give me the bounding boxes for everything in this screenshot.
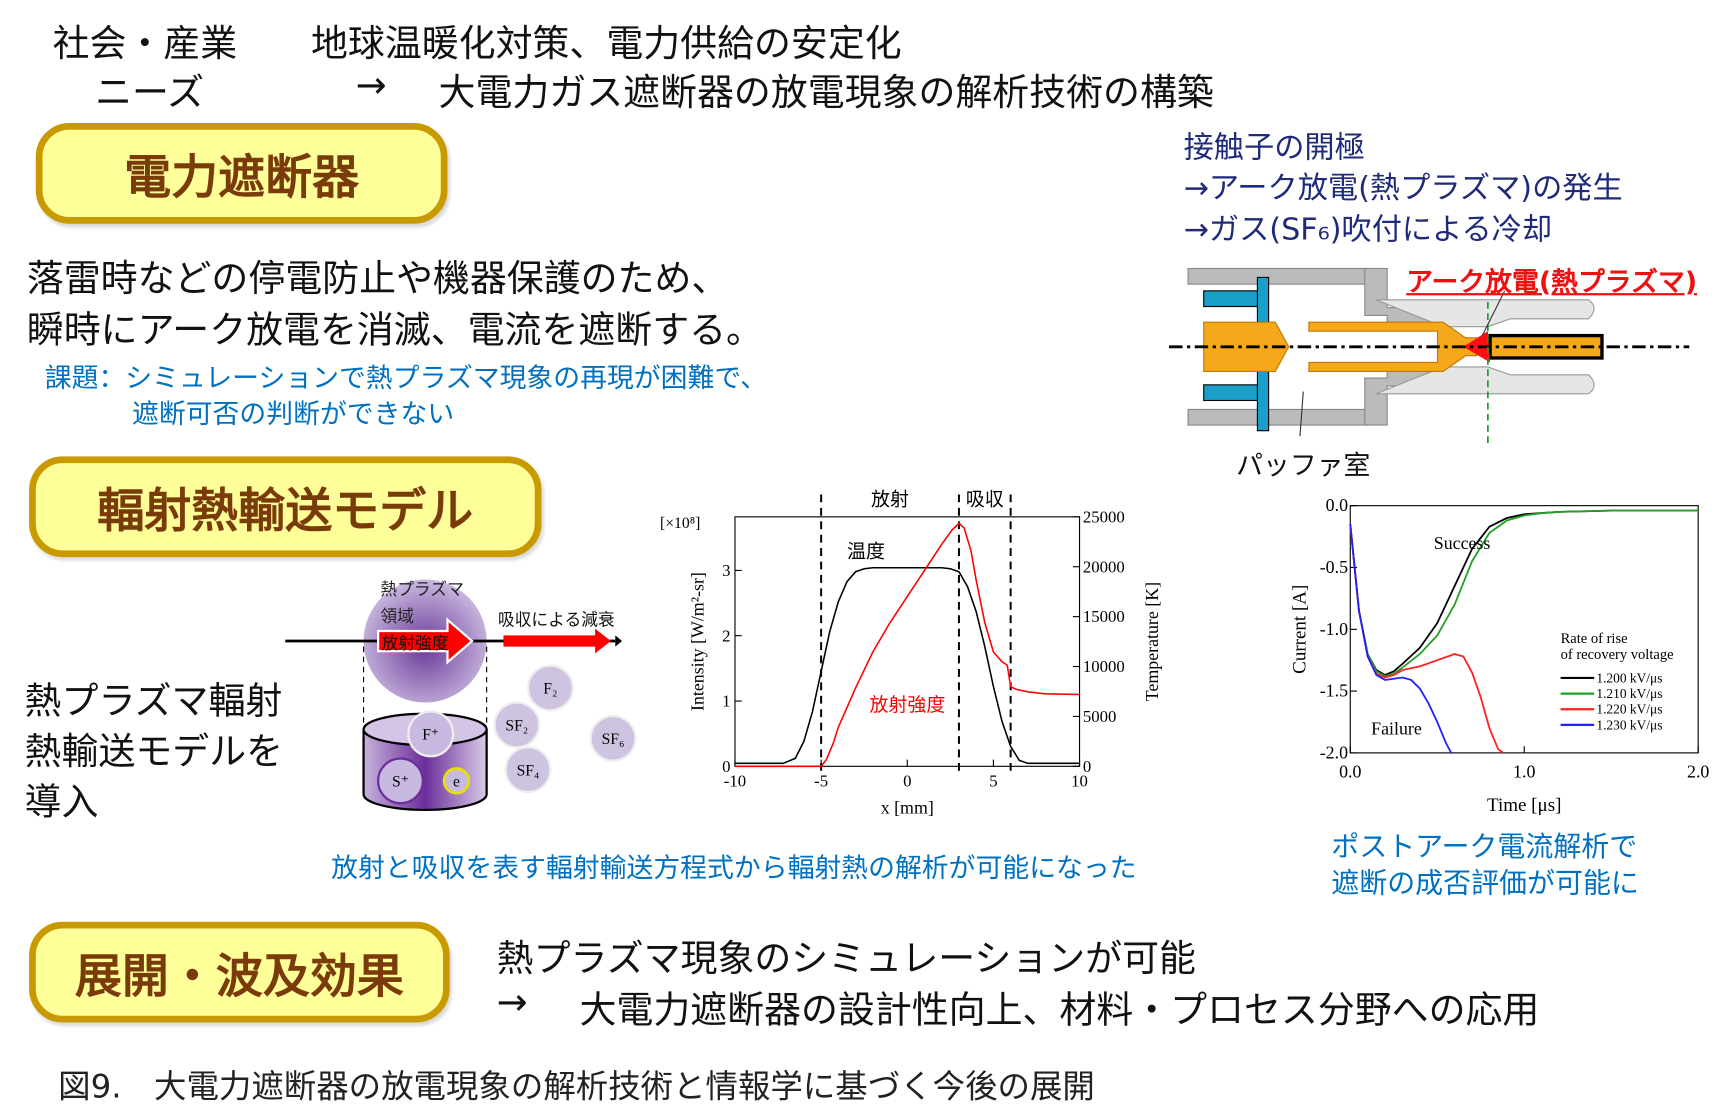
breaker-desc-line1: 落雷時などの停電防止や機器保護のため、	[26, 256, 729, 300]
section-title-effects: 展開・波及効果	[29, 921, 450, 1023]
y-tick-label: 1	[722, 692, 730, 711]
series-line-intensity	[734, 522, 1080, 768]
effects-line2: 大電力遮断器の設計性向上、材料・プロセス分野への応用	[579, 987, 1540, 1032]
y-tick-label: 0	[722, 757, 730, 776]
x-tick-label: 0.0	[1339, 761, 1361, 781]
particle-f-ion: F⁺	[422, 726, 439, 743]
x-axis-label: x [mm]	[881, 797, 934, 817]
particle-sf6: SF₆	[602, 731, 625, 748]
annotation-success: Success	[1434, 533, 1491, 553]
x-tick-label: 10	[1071, 771, 1088, 790]
y2-tick-label: 5000	[1083, 707, 1117, 726]
x-tick-label: 2.0	[1687, 761, 1709, 781]
needs-line1: 地球温暖化対策、電力供給の安定化	[310, 21, 902, 65]
model-desc-line3: 導入	[24, 779, 99, 824]
y-tick-label: -0.5	[1320, 557, 1348, 577]
x-axis-label: Time [μs]	[1487, 795, 1561, 816]
y2-tick-label: 20000	[1083, 557, 1125, 576]
section-title-radiation-model: 輻射熱輸送モデル	[29, 456, 542, 558]
issue-line1: 課題：シミュレーションで熱プラズマ現象の再現が困難で、	[44, 362, 767, 394]
radiation-caption: 放射と吸収を表す輻射輸送方程式から輻射熱の解析が可能になった	[331, 852, 1137, 884]
plasma-label-line2: 領域	[380, 606, 414, 627]
post-arc-caption-line1: ポストアーク電流解析で	[1331, 830, 1638, 863]
series-label-intensity: 放射強度	[869, 694, 945, 716]
model-desc-line2: 熱輸送モデルを	[24, 729, 284, 774]
needs-label-line2: ニーズ	[95, 70, 205, 115]
y2-tick-label: 10000	[1083, 657, 1125, 676]
breaker-desc-line2: 瞬時にアーク放電を消滅、電流を遮断する。	[26, 307, 763, 352]
x-tick-label: -10	[724, 771, 746, 790]
y2-tick-label: 0	[1083, 757, 1091, 776]
nozzle-contact	[1308, 321, 1478, 372]
issue-line2: 遮断可否の判断ができない	[132, 398, 455, 430]
series-line-temperature	[734, 566, 1080, 765]
attenuation-label: 吸収による減衰	[497, 609, 615, 630]
effects-line1: 熱プラズマ現象のシミュレーションが可能	[496, 936, 1196, 980]
figure-caption: 図9. 大電力遮断器の放電現象の解析技術と情報学に基づく今後の展開	[58, 1067, 1095, 1106]
needs-label-line1: 社会・産業	[52, 21, 238, 65]
x-tick-label: -5	[814, 771, 828, 790]
y2-axis-label: Temperature [K]	[1142, 582, 1162, 701]
y-axis-label: Current [A]	[1290, 585, 1311, 674]
legend-entry: 1.200 kV/μs	[1596, 670, 1662, 685]
series-label-temperature: 温度	[847, 540, 885, 562]
arc-label: アーク放電(熱プラズマ)	[1406, 266, 1698, 298]
y-tick-label: -1.0	[1320, 619, 1348, 639]
breaker-note-line2: →アーク放電(熱プラズマ)の発生	[1183, 171, 1623, 206]
y-tick-label: 0.0	[1326, 495, 1348, 515]
particle-f2: F₂	[543, 681, 557, 698]
legend-entry: 1.230 kV/μs	[1596, 717, 1662, 732]
y2-tick-label: 15000	[1083, 607, 1125, 626]
legend-title-line1: Rate of rise	[1561, 631, 1628, 647]
attenuation-arrow-icon	[503, 628, 611, 654]
plot-frame	[734, 516, 1081, 767]
y-tick-label: -1.5	[1320, 681, 1348, 701]
legend-title-line2: of recovery voltage	[1561, 647, 1674, 663]
needs-line2: 大電力ガス遮断器の放電現象の解析技術の構築	[438, 70, 1214, 115]
plasma-label-line1: 熱プラズマ	[380, 579, 464, 600]
intensity-arrow-label: 放射強度	[381, 633, 449, 654]
post-arc-caption-line2: 遮断の成否評価が可能に	[1331, 866, 1639, 900]
series-line	[1349, 509, 1699, 678]
needs-arrow: →	[355, 62, 387, 107]
intensity-arrow-icon	[377, 617, 474, 665]
particle-sf2: SF₂	[505, 718, 528, 735]
effects-arrow: →	[496, 979, 528, 1024]
puffer-label: パッファ室	[1236, 449, 1371, 482]
y2-tick-label: 25000	[1083, 507, 1125, 526]
region-label-emission: 放射	[871, 489, 909, 511]
plasma-model-illustration: F₂ SF₂ SF₄ SF₆ F⁺ S⁺ e	[285, 579, 637, 812]
particle-s-ion: S⁺	[392, 773, 409, 790]
x-tick-label: 1.0	[1513, 761, 1535, 781]
piston-top	[1203, 290, 1265, 308]
y-axis-label: Intensity [W/m²-sr]	[688, 572, 708, 711]
x-tick-label: 0	[903, 771, 911, 790]
housing-top	[1187, 267, 1368, 285]
arc-plasma	[1463, 331, 1491, 363]
breaker-note-line1: 接触子の開極	[1183, 130, 1365, 166]
legend-entry: 1.220 kV/μs	[1596, 702, 1662, 717]
x-tick-label: 5	[989, 771, 997, 790]
legend-entry: 1.210 kV/μs	[1596, 686, 1662, 701]
particle-electron: e	[453, 773, 460, 790]
y-multiplier: [×10⁸]	[660, 515, 700, 532]
model-desc-line1: 熱プラズマ輻射	[24, 679, 283, 723]
y-tick-label: -2.0	[1320, 742, 1348, 762]
y-tick-label: 3	[722, 561, 730, 580]
circuit-breaker-diagram	[1169, 267, 1690, 448]
section-title-breaker: 電力遮断器	[35, 123, 448, 224]
breaker-note-line3: →ガス(SF₆)吹付による冷却	[1183, 212, 1553, 248]
housing-bottom	[1187, 408, 1368, 426]
series-line	[1349, 524, 1452, 754]
region-label-absorption: 吸収	[966, 489, 1004, 511]
annotation-failure: Failure	[1371, 718, 1422, 738]
y-tick-label: 2	[722, 626, 730, 645]
particle-sf4: SF₄	[517, 762, 540, 779]
